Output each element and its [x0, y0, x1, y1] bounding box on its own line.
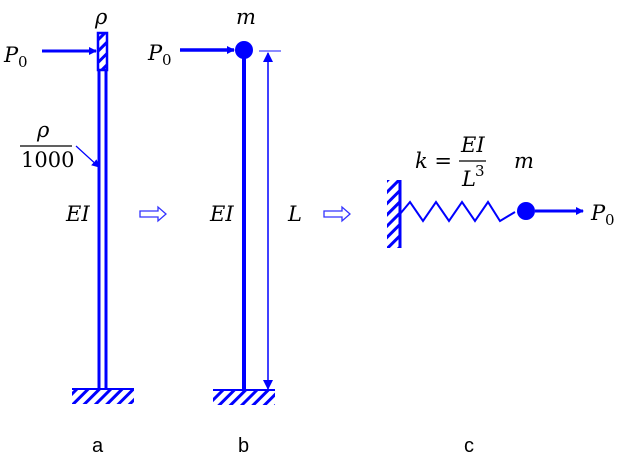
transition-arrow-icon: [323, 205, 351, 223]
force-label-c: P 0: [590, 201, 615, 229]
force-subscript: 0: [18, 53, 28, 71]
force-subscript: 0: [605, 211, 615, 229]
force-symbol: P: [590, 201, 606, 225]
force-symbol: P: [3, 43, 19, 67]
lumped-mass-b: [235, 41, 253, 59]
force-label-a: P 0: [3, 43, 28, 71]
formula-exponent: 3: [475, 162, 485, 180]
force-label-b: P 0: [147, 41, 172, 69]
fixed-support-b: [213, 390, 275, 405]
fixed-support-a: [72, 389, 134, 404]
tip-density-label: ρ: [94, 5, 108, 29]
mass-label-b: m: [236, 5, 256, 29]
caption-a: a: [92, 435, 104, 457]
lumped-mass-c: [517, 202, 535, 220]
caption-c: c: [464, 435, 474, 457]
stiffness-label-b: EI: [209, 202, 234, 226]
force-subscript: 0: [162, 51, 172, 69]
formula-lhs: k =: [415, 149, 452, 173]
spring-constant-formula: k = EI L 3: [415, 133, 486, 191]
fraction-denominator: 1000: [21, 148, 74, 172]
length-label: L: [287, 202, 302, 226]
spring: [399, 200, 516, 223]
caption-b: b: [238, 435, 249, 457]
transition-arrow-icon: [139, 205, 167, 223]
wall-support: [387, 180, 399, 248]
panel-a: ρ P 0 ρ 1000 EI a: [3, 5, 134, 457]
force-symbol: P: [147, 41, 163, 65]
tip-mass-block: [96, 31, 109, 72]
panel-c: P 0 k = EI L 3 m c: [387, 133, 615, 457]
panel-b: m P 0 EI L b: [147, 5, 302, 457]
leader-arrow: [75, 145, 100, 168]
stiffness-label-a: EI: [65, 202, 90, 226]
formula-denominator: L: [461, 167, 476, 191]
fraction-numerator: ρ: [36, 118, 50, 142]
mass-label-c: m: [514, 149, 534, 173]
formula-numerator: EI: [460, 133, 485, 157]
column-density-fraction: ρ 1000: [20, 118, 74, 172]
